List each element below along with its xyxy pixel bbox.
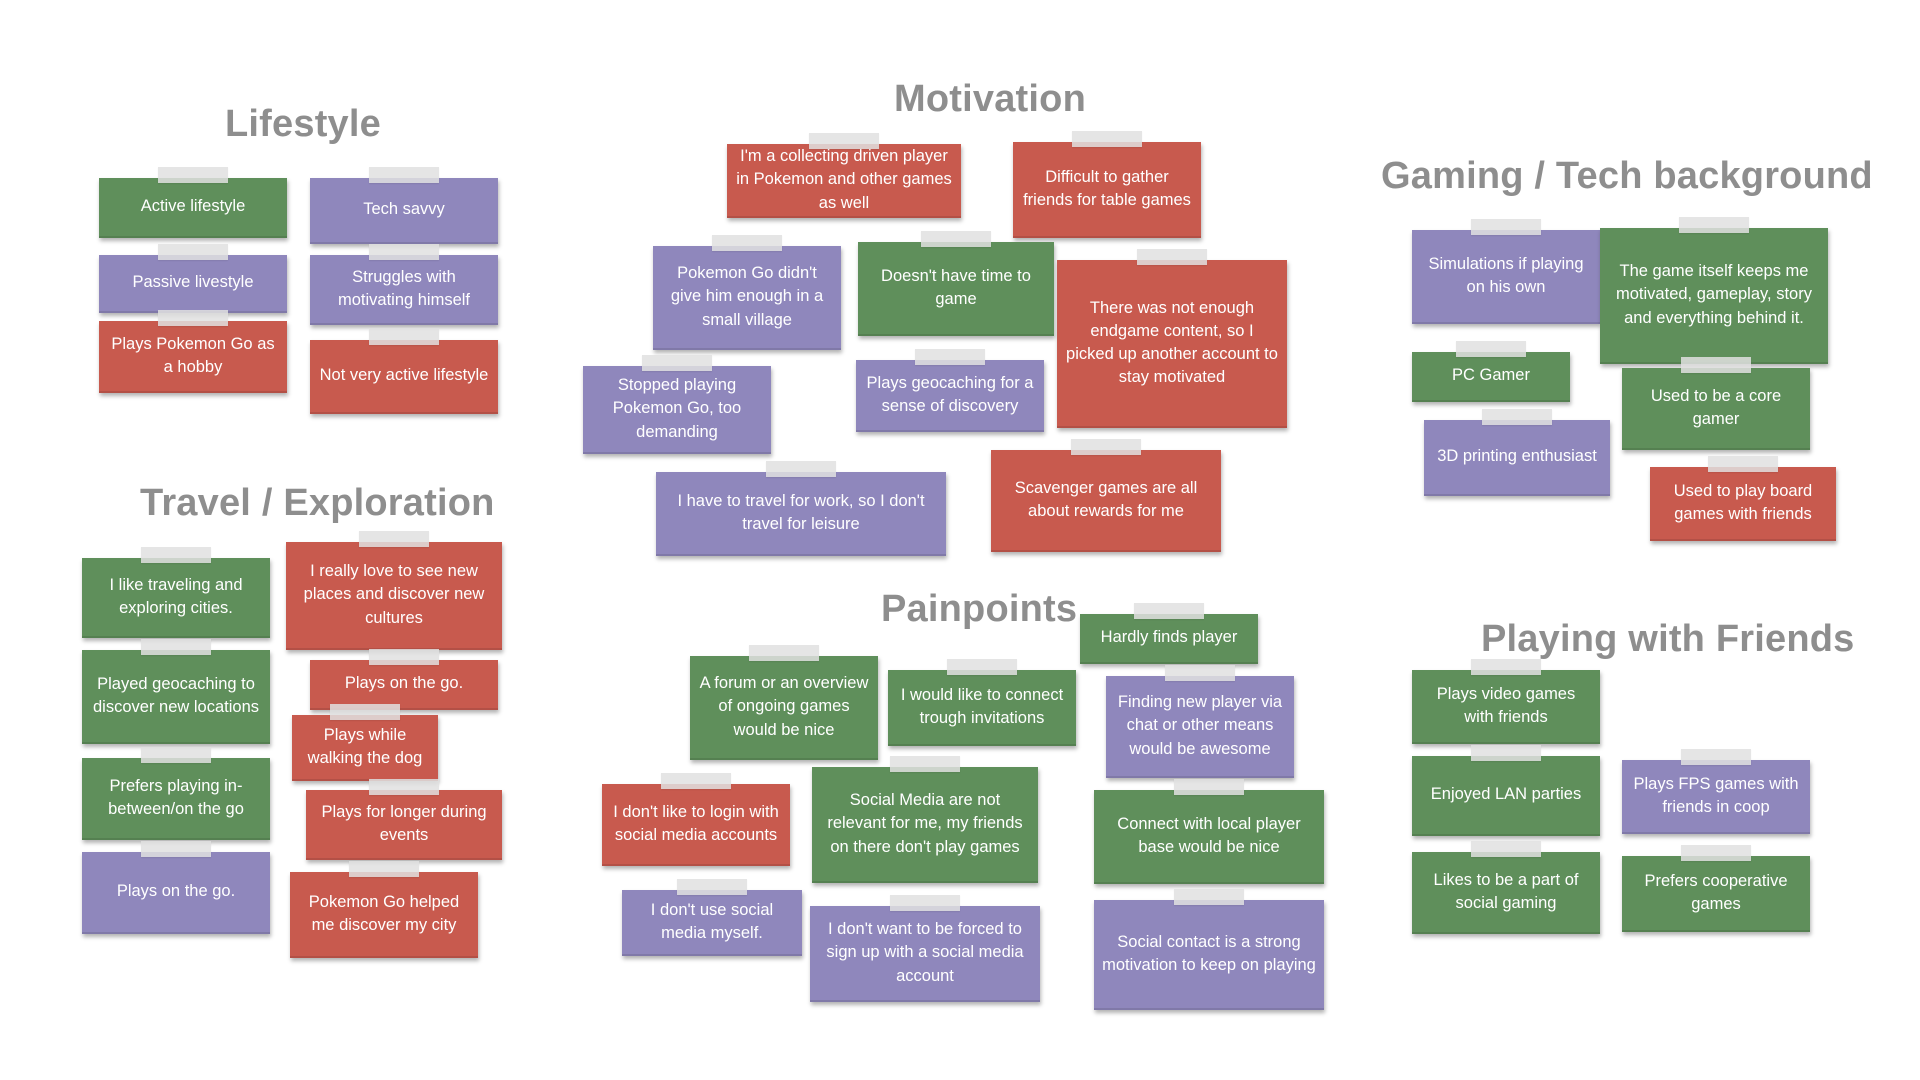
- sticky-note[interactable]: Plays video games with friends: [1412, 659, 1600, 744]
- note-text: Active lifestyle: [140, 197, 246, 216]
- note-text: Hardly finds player: [1100, 628, 1238, 647]
- sticky-note[interactable]: Prefers playing in-between/on the go: [82, 747, 270, 840]
- note-text: I'm a collecting driven player in Pokemo…: [736, 147, 952, 212]
- gaming-heading: Gaming / Tech background: [1381, 155, 1873, 197]
- note-text: There was not enough endgame content, so…: [1066, 298, 1278, 387]
- note-text: Plays geocaching for a sense of discover…: [866, 373, 1034, 415]
- note-text: I don't want to be forced to sign up wit…: [826, 920, 1024, 985]
- sticky-note[interactable]: Pokemon Go didn't give him enough in a s…: [653, 235, 841, 350]
- note-text: I have to travel for work, so I don't tr…: [677, 491, 925, 533]
- sticky-note[interactable]: Finding new player via chat or other mea…: [1106, 665, 1294, 778]
- sticky-note[interactable]: Used to be a core gamer: [1622, 357, 1810, 450]
- note-text: Prefers cooperative games: [1644, 871, 1788, 913]
- note-text: Social contact is a strong motivation to…: [1102, 932, 1316, 974]
- sticky-note[interactable]: Scavenger games are all about rewards fo…: [991, 439, 1221, 552]
- sticky-note[interactable]: Social contact is a strong motivation to…: [1094, 889, 1324, 1010]
- note-text: Plays while walking the dog: [307, 725, 423, 767]
- sticky-note[interactable]: Tech savvy: [310, 167, 498, 244]
- sticky-note[interactable]: Likes to be a part of social gaming: [1412, 841, 1600, 934]
- note-text: Struggles with motivating himself: [337, 267, 471, 309]
- sticky-note[interactable]: A forum or an overview of ongoing games …: [690, 645, 878, 760]
- note-text: Not very active lifestyle: [319, 366, 489, 385]
- sticky-note[interactable]: I would like to connect trough invitatio…: [888, 659, 1076, 746]
- sticky-note[interactable]: I really love to see new places and disc…: [286, 531, 502, 650]
- sticky-note[interactable]: Plays on the go.: [82, 841, 270, 934]
- sticky-note[interactable]: Plays geocaching for a sense of discover…: [856, 349, 1044, 432]
- sticky-note[interactable]: Played geocaching to discover new locati…: [82, 639, 270, 744]
- note-text: I like traveling and exploring cities.: [109, 575, 243, 617]
- note-text: Used to play board games with friends: [1673, 481, 1813, 523]
- note-text: Plays on the go.: [344, 674, 464, 693]
- sticky-note[interactable]: Plays for longer during events: [306, 779, 502, 860]
- note-text: PC Gamer: [1452, 366, 1530, 385]
- sticky-note[interactable]: Connect with local player base would be …: [1094, 779, 1324, 884]
- note-text: Tech savvy: [363, 200, 445, 219]
- note-text: Used to be a core gamer: [1650, 386, 1782, 428]
- note-text: Difficult to gather friends for table ga…: [1023, 167, 1191, 209]
- note-text: Played geocaching to discover new locati…: [93, 674, 259, 716]
- note-text: I don't use social media myself.: [650, 900, 774, 942]
- note-text: Scavenger games are all about rewards fo…: [1014, 478, 1198, 520]
- sticky-note[interactable]: 3D printing enthusiast: [1424, 409, 1610, 496]
- note-text: I really love to see new places and disc…: [303, 562, 485, 627]
- note-text: Plays FPS games with friends in coop: [1633, 774, 1799, 816]
- sticky-note[interactable]: Simulations if playing on his own: [1412, 219, 1600, 324]
- note-text: I would like to connect trough invitatio…: [900, 685, 1064, 727]
- note-text: Simulations if playing on his own: [1428, 254, 1584, 296]
- note-text: Finding new player via chat or other mea…: [1117, 693, 1283, 758]
- note-text: Connect with local player base would be …: [1117, 814, 1301, 856]
- note-text: Pokemon Go helped me discover my city: [308, 892, 460, 934]
- note-text: Pokemon Go didn't give him enough in a s…: [670, 264, 824, 329]
- sticky-note[interactable]: Struggles with motivating himself: [310, 244, 498, 325]
- friends-heading: Playing with Friends: [1481, 618, 1855, 660]
- sticky-note[interactable]: Doesn't have time to game: [858, 231, 1054, 336]
- sticky-note[interactable]: Used to play board games with friends: [1650, 456, 1836, 541]
- sticky-note[interactable]: Prefers cooperative games: [1622, 845, 1810, 932]
- sticky-note[interactable]: Not very active lifestyle: [310, 329, 498, 414]
- sticky-note[interactable]: I don't use social media myself.: [622, 879, 802, 956]
- sticky-note[interactable]: Hardly finds player: [1080, 603, 1258, 664]
- sticky-note[interactable]: Passive livestyle: [99, 244, 287, 313]
- sticky-note[interactable]: Plays on the go.: [310, 649, 498, 710]
- note-text: Plays Pokemon Go as a hobby: [111, 334, 275, 376]
- sticky-note[interactable]: I don't like to login with social media …: [602, 773, 790, 866]
- note-text: Social Media are not relevant for me, my…: [827, 791, 1023, 856]
- painpoints-heading: Painpoints: [881, 588, 1078, 630]
- sticky-note[interactable]: Plays while walking the dog: [292, 704, 438, 781]
- sticky-note[interactable]: The game itself keeps me motivated, game…: [1600, 217, 1828, 364]
- note-text: Plays on the go.: [116, 882, 236, 901]
- note-text: 3D printing enthusiast: [1437, 447, 1597, 466]
- note-text: Likes to be a part of social gaming: [1433, 870, 1579, 912]
- sticky-note[interactable]: I don't want to be forced to sign up wit…: [810, 895, 1040, 1002]
- note-text: Doesn't have time to game: [881, 266, 1031, 308]
- motivation-heading: Motivation: [894, 78, 1086, 120]
- travel-heading: Travel / Exploration: [140, 482, 495, 524]
- sticky-note[interactable]: Plays Pokemon Go as a hobby: [99, 310, 287, 393]
- sticky-note[interactable]: I have to travel for work, so I don't tr…: [656, 461, 946, 556]
- sticky-note[interactable]: Social Media are not relevant for me, my…: [812, 756, 1038, 883]
- sticky-note[interactable]: Enjoyed LAN parties: [1412, 745, 1600, 836]
- note-text: The game itself keeps me motivated, game…: [1616, 262, 1812, 327]
- sticky-note[interactable]: Stopped playing Pokemon Go, too demandin…: [583, 355, 771, 454]
- sticky-note[interactable]: I'm a collecting driven player in Pokemo…: [727, 133, 961, 218]
- note-text: Plays video games with friends: [1436, 684, 1576, 726]
- note-text: I don't like to login with social media …: [613, 802, 779, 844]
- sticky-note[interactable]: Plays FPS games with friends in coop: [1622, 749, 1810, 834]
- lifestyle-heading: Lifestyle: [225, 103, 381, 145]
- sticky-note[interactable]: There was not enough endgame content, so…: [1057, 249, 1287, 428]
- sticky-note[interactable]: I like traveling and exploring cities.: [82, 547, 270, 638]
- note-text: A forum or an overview of ongoing games …: [699, 674, 869, 739]
- note-text: Plays for longer during events: [321, 802, 487, 844]
- note-text: Stopped playing Pokemon Go, too demandin…: [612, 376, 742, 441]
- note-text: Passive livestyle: [132, 273, 254, 292]
- sticky-note[interactable]: Difficult to gather friends for table ga…: [1013, 131, 1201, 238]
- note-text: Enjoyed LAN parties: [1430, 785, 1582, 804]
- note-text: Prefers playing in-between/on the go: [108, 776, 244, 818]
- sticky-note[interactable]: Active lifestyle: [99, 167, 287, 238]
- sticky-note[interactable]: PC Gamer: [1412, 341, 1570, 402]
- sticky-note[interactable]: Pokemon Go helped me discover my city: [290, 861, 478, 958]
